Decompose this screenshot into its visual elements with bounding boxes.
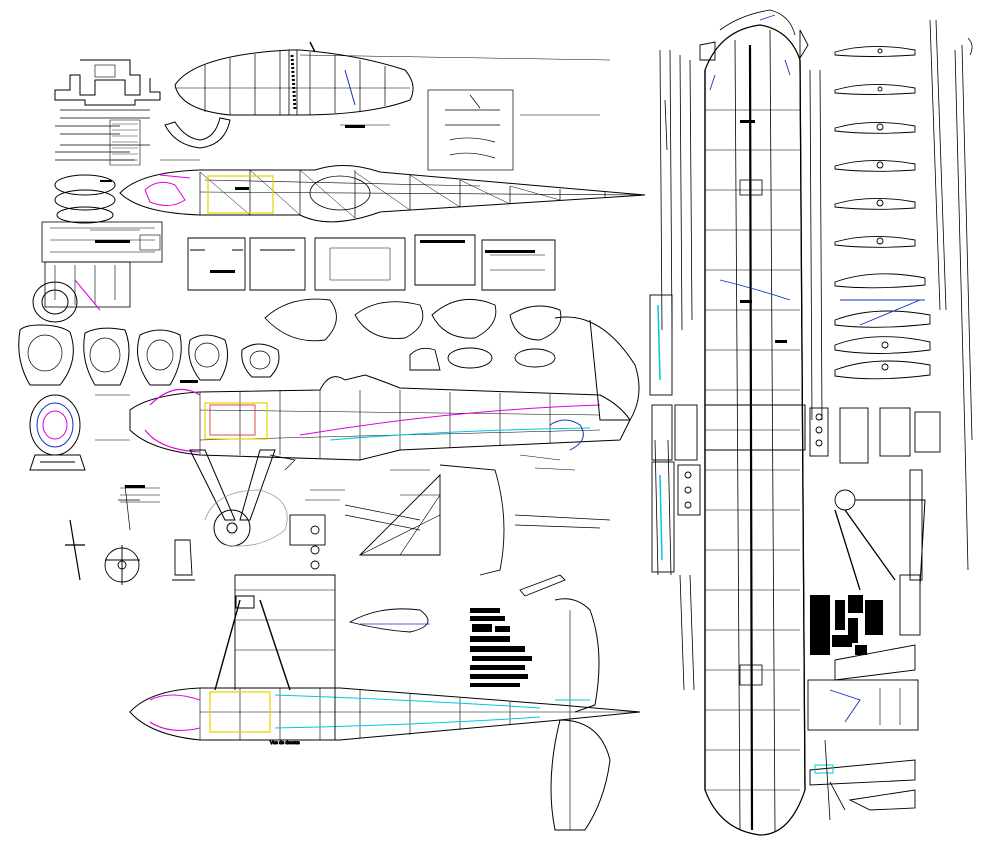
fuselage-side-view-upper	[119, 164, 646, 223]
servo-panels-right	[809, 407, 941, 636]
small-label-marks	[95, 120, 787, 488]
wheel-detail-parts	[65, 484, 326, 585]
fuselage-side-view-middle	[129, 316, 640, 461]
detail-box	[427, 89, 514, 171]
rudder-plan-lower	[550, 598, 611, 831]
notes-text-block	[470, 608, 532, 687]
wing-ribs	[834, 46, 931, 380]
oval-formers-row	[264, 298, 562, 371]
bulkhead-formers	[18, 281, 280, 471]
wing-plan-view	[704, 24, 806, 836]
notes-block-right	[810, 595, 883, 655]
gusset-parts	[344, 464, 611, 633]
fuselage-top-view-lower: Vue de dessus	[129, 574, 641, 746]
elevator-cyan-strips	[649, 294, 701, 573]
landing-gear	[189, 449, 296, 547]
side-panels-middle	[187, 234, 556, 291]
spar-strips	[654, 19, 973, 691]
nose-parts-cluster	[54, 59, 231, 224]
top-view-caption: Vue de dessus	[270, 740, 300, 745]
tailplane-plan-upper	[174, 41, 611, 116]
firewall-parts-block	[41, 221, 163, 311]
parts-bottom-right	[807, 644, 919, 821]
wingtip-parts-top	[664, 9, 809, 151]
